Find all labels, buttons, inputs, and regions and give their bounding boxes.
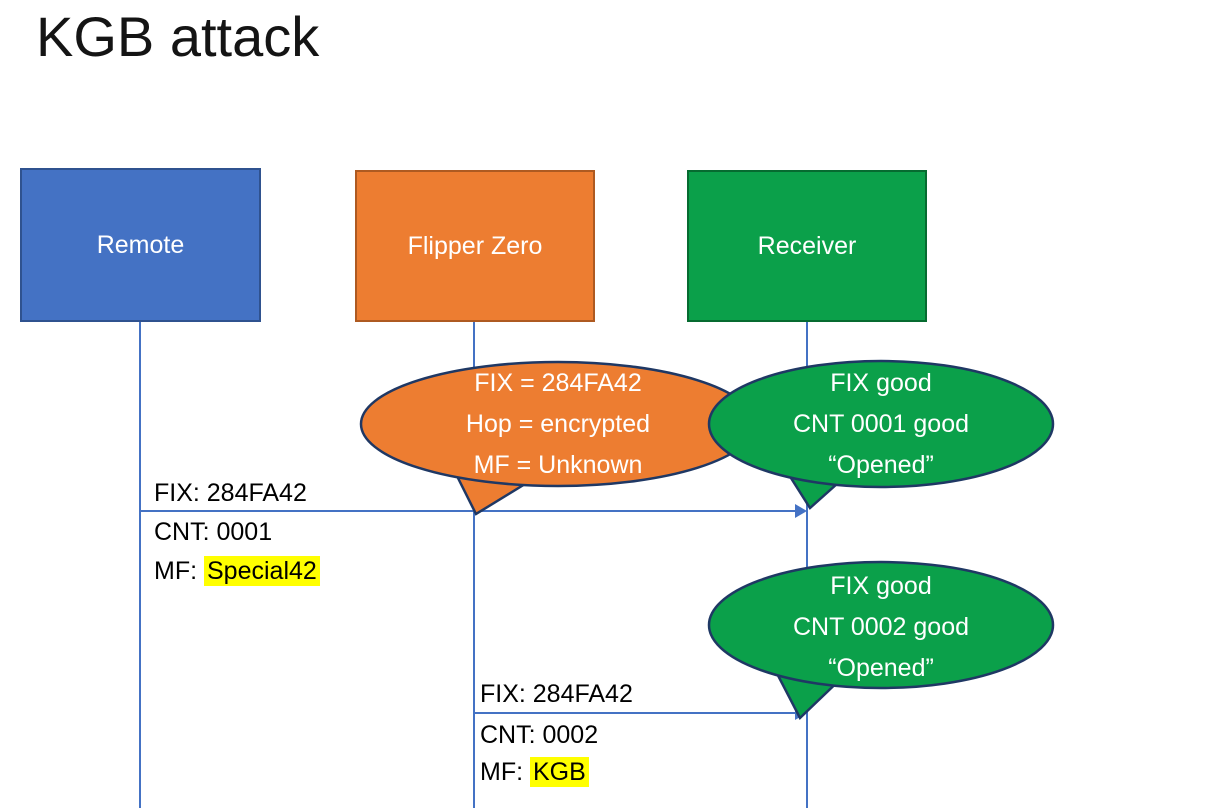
bubble-line: FIX good bbox=[830, 368, 932, 397]
bubble-line: FIX = 284FA42 bbox=[474, 368, 642, 397]
actor-box-receiver: Receiver bbox=[687, 170, 927, 322]
speech-bubble-shape bbox=[707, 560, 1055, 721]
page-title: KGB attack bbox=[36, 5, 320, 68]
lifeline-flipper-zero bbox=[473, 322, 475, 808]
bubble-line: MF = Unknown bbox=[473, 450, 643, 479]
bubble-line: FIX good bbox=[830, 571, 932, 600]
message2-cnt-label: CNT: 0002 bbox=[480, 721, 599, 749]
message1-mf-prefix: MF: bbox=[154, 557, 204, 585]
lifeline-receiver bbox=[806, 322, 808, 808]
message1-mf-highlighted-value: Special42 bbox=[204, 556, 320, 586]
callout-bubble-flipper-analysis: FIX = 284FA42 Hop = encrypted MF = Unkno… bbox=[358, 358, 758, 520]
actor-label-remote: Remote bbox=[96, 230, 185, 259]
message1-cnt-label: CNT: 0001 bbox=[154, 518, 273, 546]
message1-fix-label: FIX: 284FA42 bbox=[154, 479, 307, 507]
message2-mf-highlighted-value: KGB bbox=[530, 757, 589, 787]
speech-bubble-shape bbox=[359, 360, 757, 516]
actor-label-flipper-zero: Flipper Zero bbox=[407, 231, 543, 260]
bubble-line: “Opened” bbox=[828, 450, 934, 479]
actor-box-remote: Remote bbox=[20, 168, 261, 322]
callout-bubble-receiver-2: FIX good CNT 0002 good “Opened” bbox=[705, 558, 1061, 726]
message2-mf-label: MF: KGB bbox=[480, 757, 589, 787]
message-arrow-flipper-to-receiver bbox=[474, 712, 797, 714]
speech-bubble-shape bbox=[707, 359, 1055, 510]
message1-mf-label: MF: Special42 bbox=[154, 556, 320, 586]
bubble-line: Hop = encrypted bbox=[465, 409, 651, 438]
bubble-line: CNT 0001 good bbox=[792, 409, 970, 438]
message2-fix-label: FIX: 284FA42 bbox=[480, 680, 633, 708]
actor-label-receiver: Receiver bbox=[757, 231, 857, 260]
bubble-text: FIX good CNT 0001 good “Opened” bbox=[705, 356, 1057, 492]
message-arrow-remote-to-receiver bbox=[140, 510, 797, 512]
lifeline-remote bbox=[139, 322, 141, 808]
arrowhead-icon bbox=[795, 706, 807, 720]
actor-box-flipper-zero: Flipper Zero bbox=[355, 170, 595, 322]
bubble-line: “Opened” bbox=[828, 653, 934, 682]
arrowhead-icon bbox=[795, 504, 807, 518]
bubble-text: FIX = 284FA42 Hop = encrypted MF = Unkno… bbox=[358, 358, 758, 490]
bubble-text: FIX good CNT 0002 good “Opened” bbox=[705, 558, 1057, 696]
callout-bubble-receiver-1: FIX good CNT 0001 good “Opened” bbox=[705, 356, 1061, 516]
bubble-line: CNT 0002 good bbox=[792, 612, 970, 641]
message2-mf-prefix: MF: bbox=[480, 758, 530, 786]
